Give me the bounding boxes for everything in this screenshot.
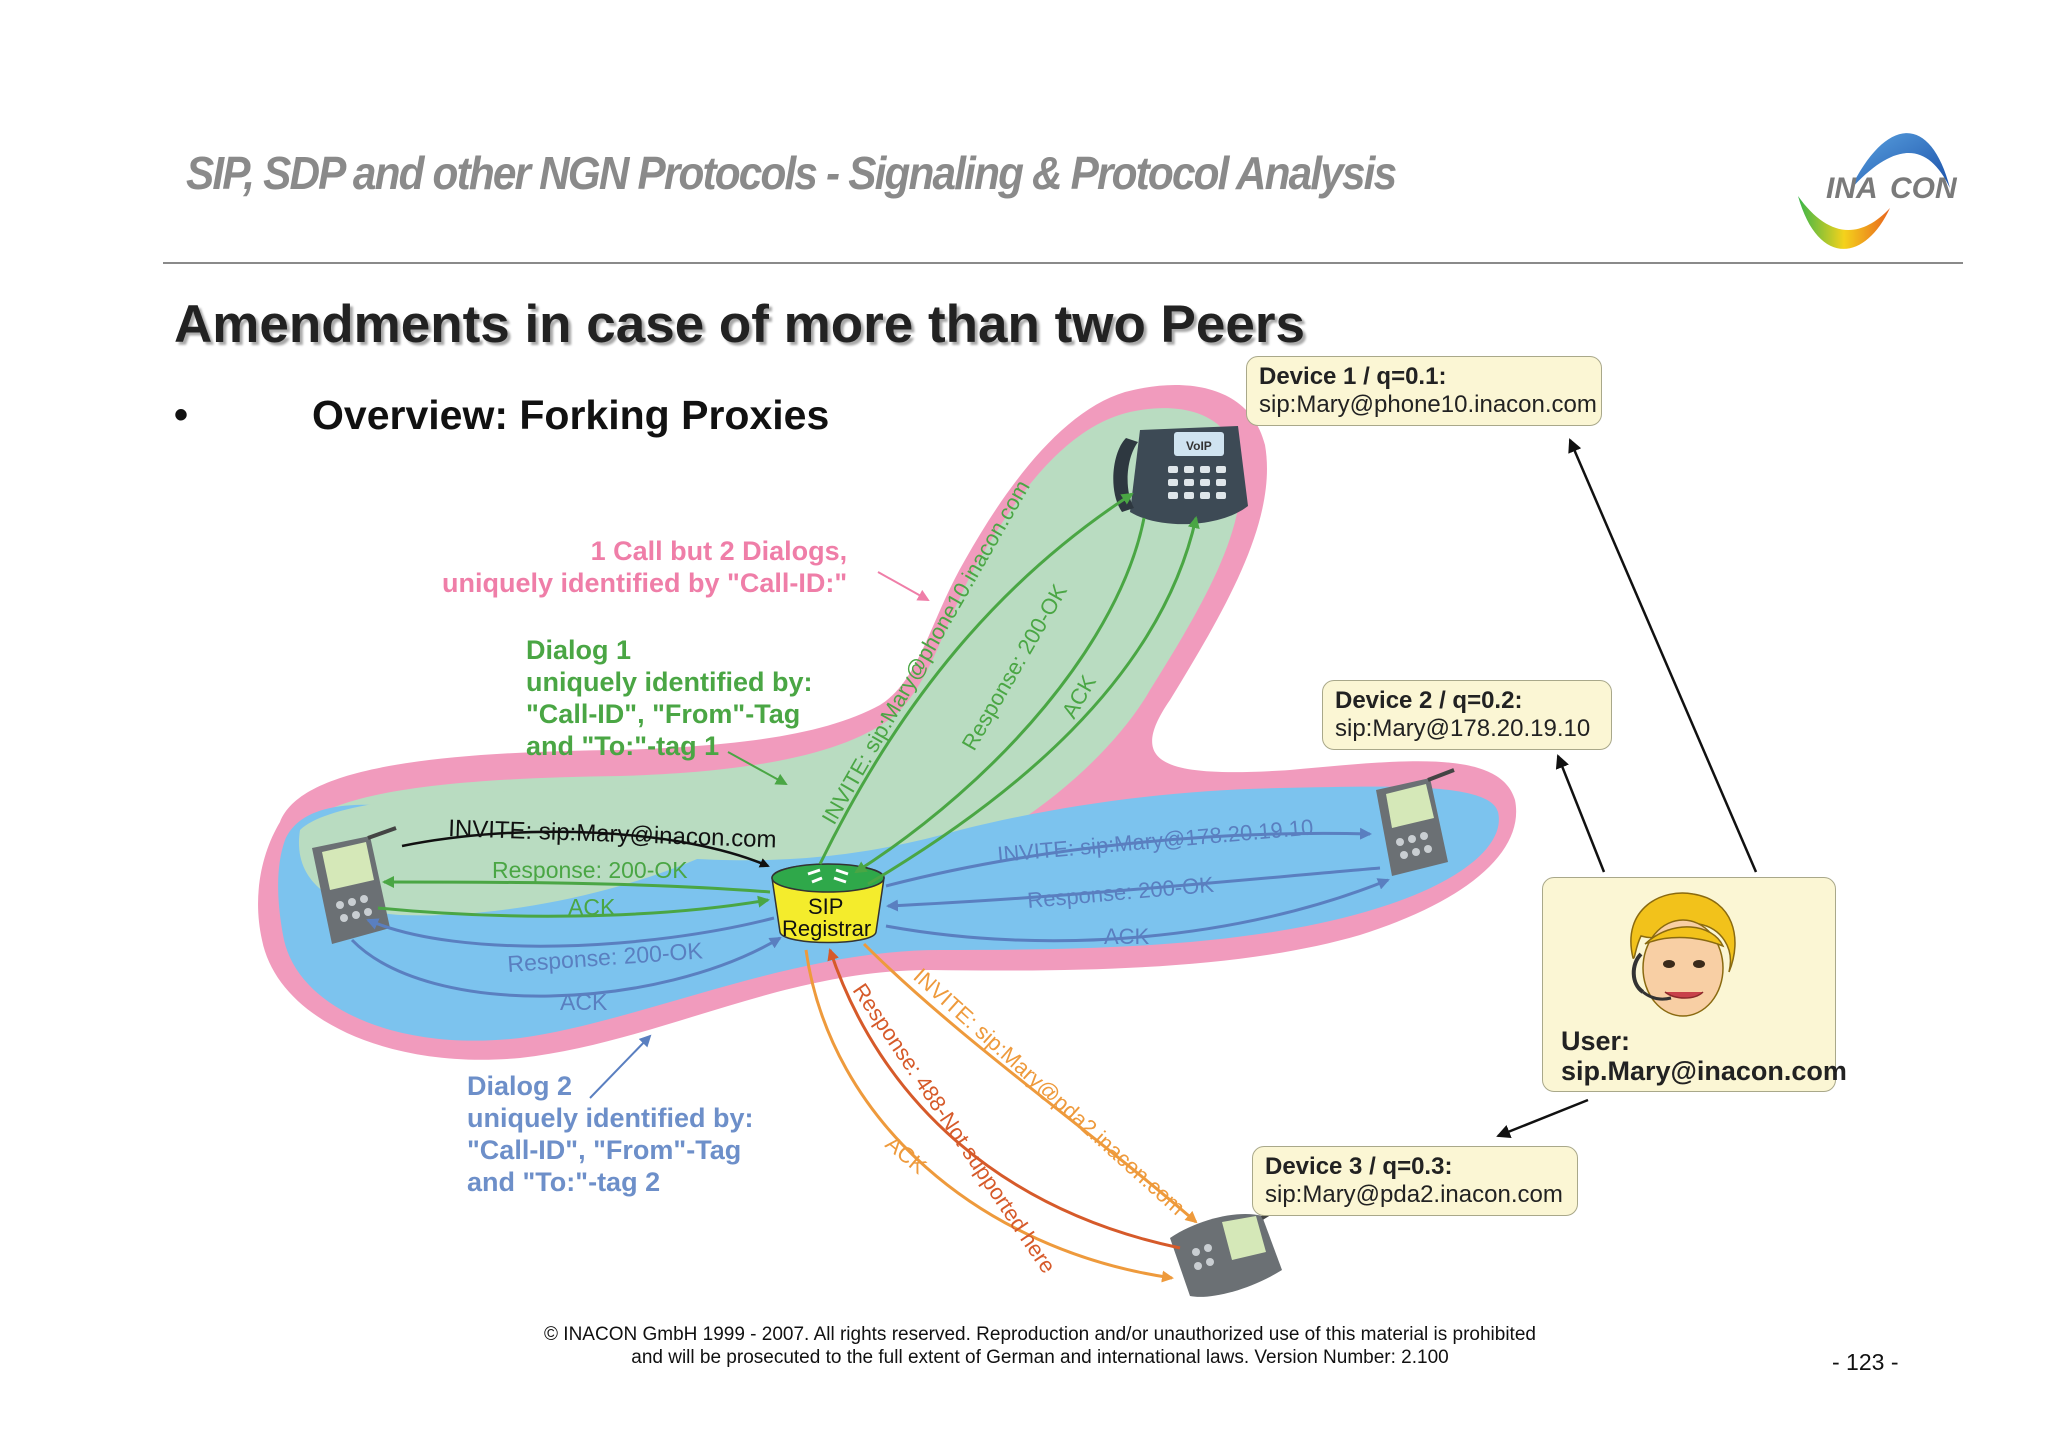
user-label: User: sip.Mary@inacon.com [1561,1026,1847,1086]
inacon-logo: INA CON [1798,133,1958,249]
dialog2-line4: and "To:"-tag 2 [467,1167,661,1197]
dialog2-note-pointer [589,1034,652,1099]
device1-uri: sip:Mary@phone10.inacon.com [1259,391,1597,418]
user-to-device3-arrow [1496,1098,1589,1139]
caller-ack1-arrow [377,895,770,918]
device1-name: Device 1 / q=0.1: [1259,363,1447,390]
slide-subtitle: Overview: Forking Proxies [312,392,830,438]
header-divider [163,262,1963,264]
caller-invite-arrow [401,830,770,868]
logo-swoosh-bottom [1798,196,1890,249]
dev1-invite-arrow [818,492,1134,865]
device2-uri: sip:Mary@178.20.19.10 [1335,715,1591,742]
caller-ack2-label: ACK [560,989,608,1015]
logo-swoosh-top [1850,133,1950,190]
dev2-invite-arrow [885,827,1372,888]
dev3-ack-label: ACK [881,1131,932,1179]
dialog2-line3: "Call-ID", "From"-Tag [467,1135,742,1165]
user-to-device2-arrow [1555,754,1606,873]
dialog1-line3: "Call-ID", "From"-Tag [526,699,801,729]
device2-mobile-icon [1376,768,1455,876]
header-title: SIP, SDP and other NGN Protocols - Signa… [186,147,1397,199]
device3-box: Device 3 / q=0.3: sip:Mary@pda2.inacon.c… [1252,1146,1578,1216]
dialog2-line1: Dialog 2 [467,1071,573,1101]
user-box: User: sip.Mary@inacon.com [1542,877,1847,1092]
dialog1-note: Dialog 1 uniquely identified by: "Call-I… [526,634,813,762]
caller-ack2-arrow [350,936,782,998]
dialog1-line4: and "To:"-tag 1 [526,731,720,761]
user-label-title: User: [1561,1026,1631,1056]
page-number: - 123 - [1832,1349,1899,1375]
device3-name: Device 3 / q=0.3: [1265,1153,1453,1180]
call-note-pointer [877,571,930,601]
dev2-response-arrow [886,866,1381,912]
dialog1-region-left-lobe [298,788,800,916]
dialog1-note-pointer [727,751,788,785]
caller-response1-label: Response: 200-OK [492,857,688,883]
device2-box: Device 2 / q=0.2: sip:Mary@178.20.19.10 [1322,680,1612,750]
desk-phone-icon: VoIP [1113,426,1248,525]
dev1-response-arrow [854,517,1146,874]
registrar-label-line1: SIP [808,894,843,919]
device2-name: Device 2 / q=0.2: [1335,687,1523,714]
dev3-invite-label: INVITE: sip:Mary@pda2.inacon.com [909,963,1190,1220]
phone-screen-label: VoIP [1186,439,1212,453]
dialog2-line2: uniquely identified by: [467,1103,754,1133]
dev1-ack-arrow [867,516,1200,886]
dev2-ack-label: ACK [1104,924,1150,949]
caller-mobile-icon [312,826,397,944]
registrar-label-line2: Registrar [782,916,871,941]
copyright-footer: © INACON GmbH 1999 - 2007. All rights re… [480,1323,1600,1369]
user-avatar-icon [1630,892,1736,1017]
footer-line2: and will be prosecuted to the full exten… [631,1347,1449,1368]
bullet-marker: • [174,393,189,437]
caller-ack1-label: ACK [568,894,616,920]
logo-text-right: CON [1890,172,1958,205]
dev3-invite-arrow [862,942,1198,1224]
user-uri: sip.Mary@inacon.com [1561,1056,1847,1086]
page-title: Amendments in case of more than two Peer… [174,295,1305,354]
call-dialogs-line2: uniquely identified by "Call-ID:" [442,568,848,598]
dialog1-line1: Dialog 1 [526,635,632,665]
footer-line1: © INACON GmbH 1999 - 2007. All rights re… [544,1324,1536,1345]
dialog1-line2: uniquely identified by: [526,667,813,697]
dev3-response-arrow [827,948,1181,1250]
dev3-ack-arrow [804,949,1174,1283]
logo-text-left: INA [1826,172,1878,205]
caller-response1-arrow [382,876,771,894]
device3-mobile-icon [1170,1204,1284,1297]
device1-box: Device 1 / q=0.1: sip:Mary@phone10.inaco… [1246,356,1602,426]
device3-uri: sip:Mary@pda2.inacon.com [1265,1181,1563,1208]
dev2-ack-arrow [885,878,1390,943]
dialog2-note: Dialog 2 uniquely identified by: "Call-I… [467,1070,754,1198]
dev3-response-label: Response: 488-Not supported here [848,979,1061,1278]
call-dialogs-note: 1 Call but 2 Dialogs, uniquely identifie… [442,535,847,599]
user-to-device1-arrow [1568,438,1758,873]
caller-response2-arrow [366,916,775,948]
call-dialogs-line1: 1 Call but 2 Dialogs, [590,536,848,566]
